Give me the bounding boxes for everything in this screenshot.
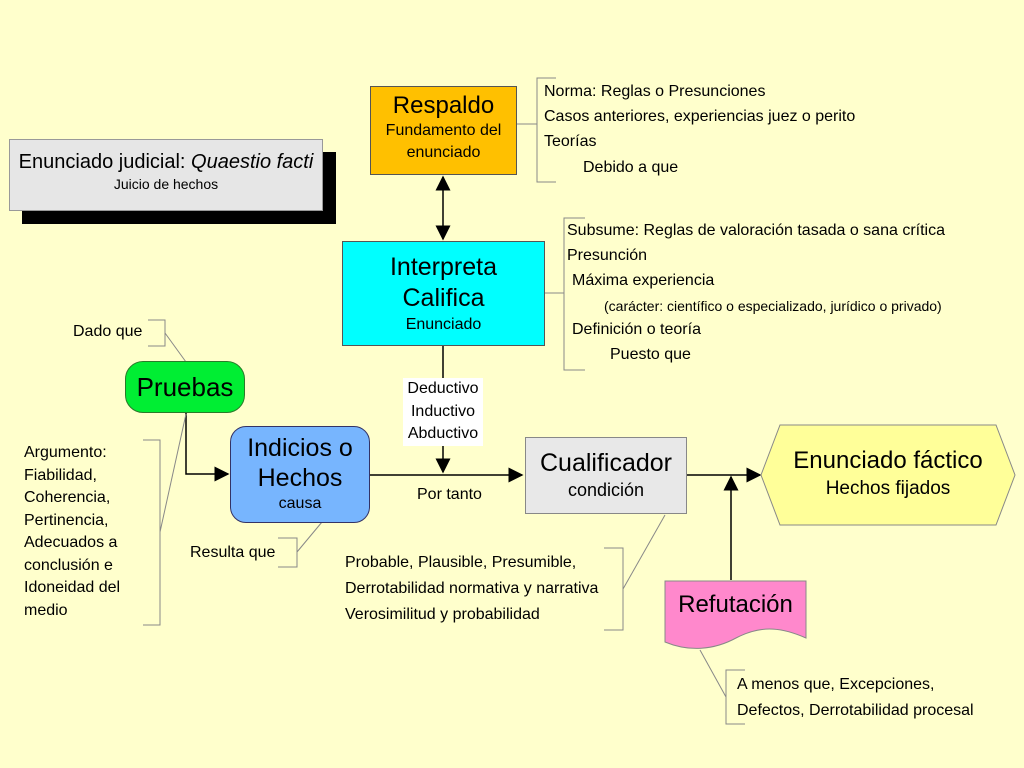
interpreta-note-puesto: Puesto que: [610, 346, 691, 363]
enunciado-factico-sub: Hechos fijados: [825, 478, 951, 499]
indicios-box: Indicios o Hechos causa: [230, 426, 370, 523]
refutacion-shape: [664, 580, 807, 649]
judicial-title-prefix: Enunciado judicial:: [18, 151, 192, 173]
method-inductivo: Inductivo: [410, 402, 476, 420]
enunciado-factico-text: Enunciado fáctico Hechos fijados: [760, 446, 1016, 502]
pruebas-box: Pruebas: [125, 361, 245, 413]
refutacion-note: A menos que, Excepciones,: [737, 676, 935, 693]
argumento-item: medio: [24, 601, 68, 619]
interpreta-line2: Califica: [402, 284, 485, 312]
cualificador-note: Probable, Plausible, Presumible,: [345, 554, 577, 571]
enunciado-factico-title: Enunciado fáctico: [793, 447, 983, 474]
respaldo-note-casos: Casos anteriores, experiencias juez o pe…: [544, 108, 856, 125]
argumento-item: Argumento:: [24, 444, 107, 461]
interpreta-note-subsume: Subsume: Reglas de valoración tasada o s…: [567, 222, 945, 239]
indicios-line2: Hechos: [257, 464, 343, 492]
indicios-line1: Indicios o: [247, 434, 353, 462]
respaldo-line1: Fundamento del: [385, 122, 502, 139]
interpreta-line1: Interpreta: [389, 253, 497, 281]
interpreta-note-presuncion: Presunción: [567, 247, 648, 264]
interpreta-box: Interpreta Califica Enunciado: [342, 241, 545, 346]
pruebas-title: Pruebas: [136, 372, 234, 402]
dado-que-label: Dado que: [73, 323, 143, 340]
argumento-item: Adecuados a: [24, 534, 118, 551]
interpreta-note-definicion: Definición o teoría: [572, 321, 701, 338]
respaldo-note-norma: Norma: Reglas o Presunciones: [544, 83, 766, 100]
cualificador-sub: condición: [567, 480, 645, 500]
respaldo-title: Respaldo: [392, 92, 495, 119]
cualificador-note: Verosimilitud y probabilidad: [345, 606, 540, 623]
methods-box: Deductivo Inductivo Abductivo: [403, 378, 483, 446]
method-deductivo: Deductivo: [407, 380, 479, 397]
argumento-item: Fiabilidad,: [24, 466, 97, 484]
cualificador-box: Cualificador condición: [525, 437, 687, 514]
respaldo-note-teorias: Teorías: [544, 133, 597, 150]
pruebas-indicios-arrow: [185, 412, 230, 482]
resulta-que-label: Resulta que: [190, 544, 276, 561]
judicial-title: Enunciado judicial: Quaestio facti: [10, 150, 322, 174]
judicial-title-italic: Quaestio facti: [191, 151, 314, 173]
respaldo-box: Respaldo Fundamento del enunciado: [370, 86, 517, 175]
respaldo-note-debido: Debido a que: [583, 159, 679, 176]
argumento-list: Argumento: Fiabilidad, Coherencia, Perti…: [24, 442, 120, 622]
por-tanto-label: Por tanto: [417, 486, 482, 503]
method-abductivo: Abductivo: [407, 425, 479, 442]
cualificador-title: Cualificador: [539, 449, 672, 477]
interpreta-sub: Enunciado: [405, 316, 482, 333]
argumento-item: conclusión e: [24, 556, 113, 574]
interpreta-note-caracter: (carácter: científico o especializado, j…: [604, 298, 942, 314]
argumento-item: Coherencia,: [24, 489, 111, 506]
judicial-subtitle: Juicio de hechos: [113, 176, 219, 192]
indicios-sub: causa: [278, 495, 322, 512]
respaldo-line2: enunciado: [406, 144, 481, 161]
refutacion-title: Refutación: [678, 591, 793, 618]
interpreta-note-maxima: Máxima experiencia: [572, 272, 715, 289]
cualificador-note: Derrotabilidad normativa y narrativa: [345, 580, 599, 597]
argumento-item: Pertinencia,: [24, 511, 109, 529]
judicial-box: Enunciado judicial: Quaestio facti Juici…: [9, 139, 323, 211]
enunciado-factico-shape: [760, 424, 1016, 526]
argumento-item: Idoneidad del: [24, 579, 121, 596]
refutacion-note: Defectos, Derrotabilidad procesal: [737, 702, 974, 719]
